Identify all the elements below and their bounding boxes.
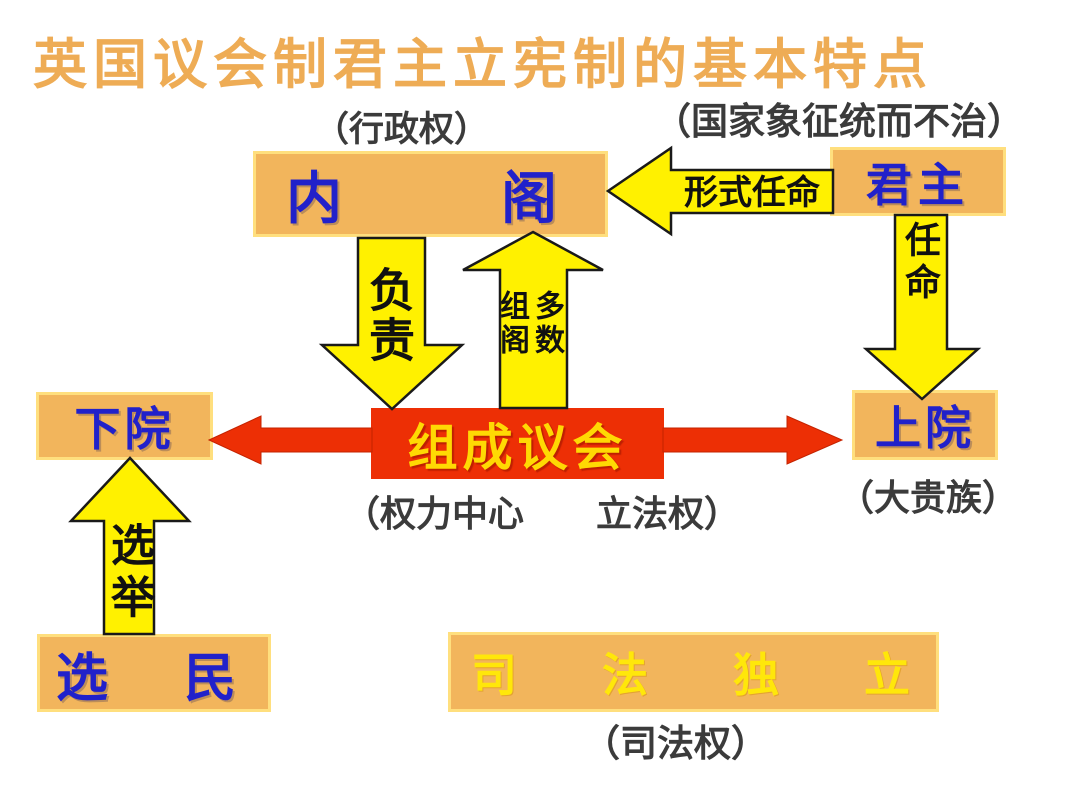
executive-power-label: （行政权） bbox=[314, 110, 490, 149]
judiciary-char-4: 立 bbox=[864, 649, 910, 701]
form-parliament-box: 组成议会 bbox=[371, 408, 664, 479]
judiciary-char-3: 独 bbox=[733, 649, 779, 701]
parliament-to-upper-arrow bbox=[662, 415, 844, 465]
formal-appointment-arrow-label: 形式任命 bbox=[684, 174, 820, 212]
national-symbol-label: （国家象征统而不治） bbox=[654, 101, 1024, 142]
electorate-box: 选 民 bbox=[37, 634, 271, 712]
judicial-power-label: （司法权） bbox=[583, 723, 768, 764]
judiciary-char-2: 法 bbox=[602, 649, 648, 701]
page-title: 英国议会制君主立宪制的基本特点 bbox=[33, 35, 933, 95]
parliament-to-lower-arrow bbox=[207, 415, 373, 465]
judiciary-char-1: 司 bbox=[471, 649, 517, 701]
election-arrow-label: 选举 bbox=[104, 522, 153, 626]
electorate-box-right-char: 民 bbox=[183, 649, 236, 708]
cabinet-formation-arrow-label: 组阁 多数 bbox=[495, 290, 563, 358]
electorate-box-left-char: 选 bbox=[56, 649, 109, 708]
aristocracy-label: （大贵族） bbox=[838, 477, 1019, 518]
cabinet-box: 内 阁 bbox=[253, 151, 608, 237]
responsible-arrow-label: 负责 bbox=[363, 266, 415, 366]
cabinet-box-left-char: 内 bbox=[286, 166, 342, 230]
cabinet-box-right-char: 阁 bbox=[501, 166, 557, 230]
upper-house-box: 上院 bbox=[852, 390, 998, 460]
judicial-independence-box: 司 法 独 立 bbox=[448, 632, 939, 712]
appointment-arrow-label: 任命 bbox=[900, 221, 941, 305]
power-center-legislative-label: （权力中心 立法权） bbox=[344, 493, 741, 534]
form-cabinet-label: 组阁 bbox=[495, 290, 528, 358]
majority-label: 多数 bbox=[530, 290, 563, 358]
monarch-box: 君主 bbox=[830, 147, 1006, 216]
lower-house-box: 下院 bbox=[36, 392, 213, 460]
